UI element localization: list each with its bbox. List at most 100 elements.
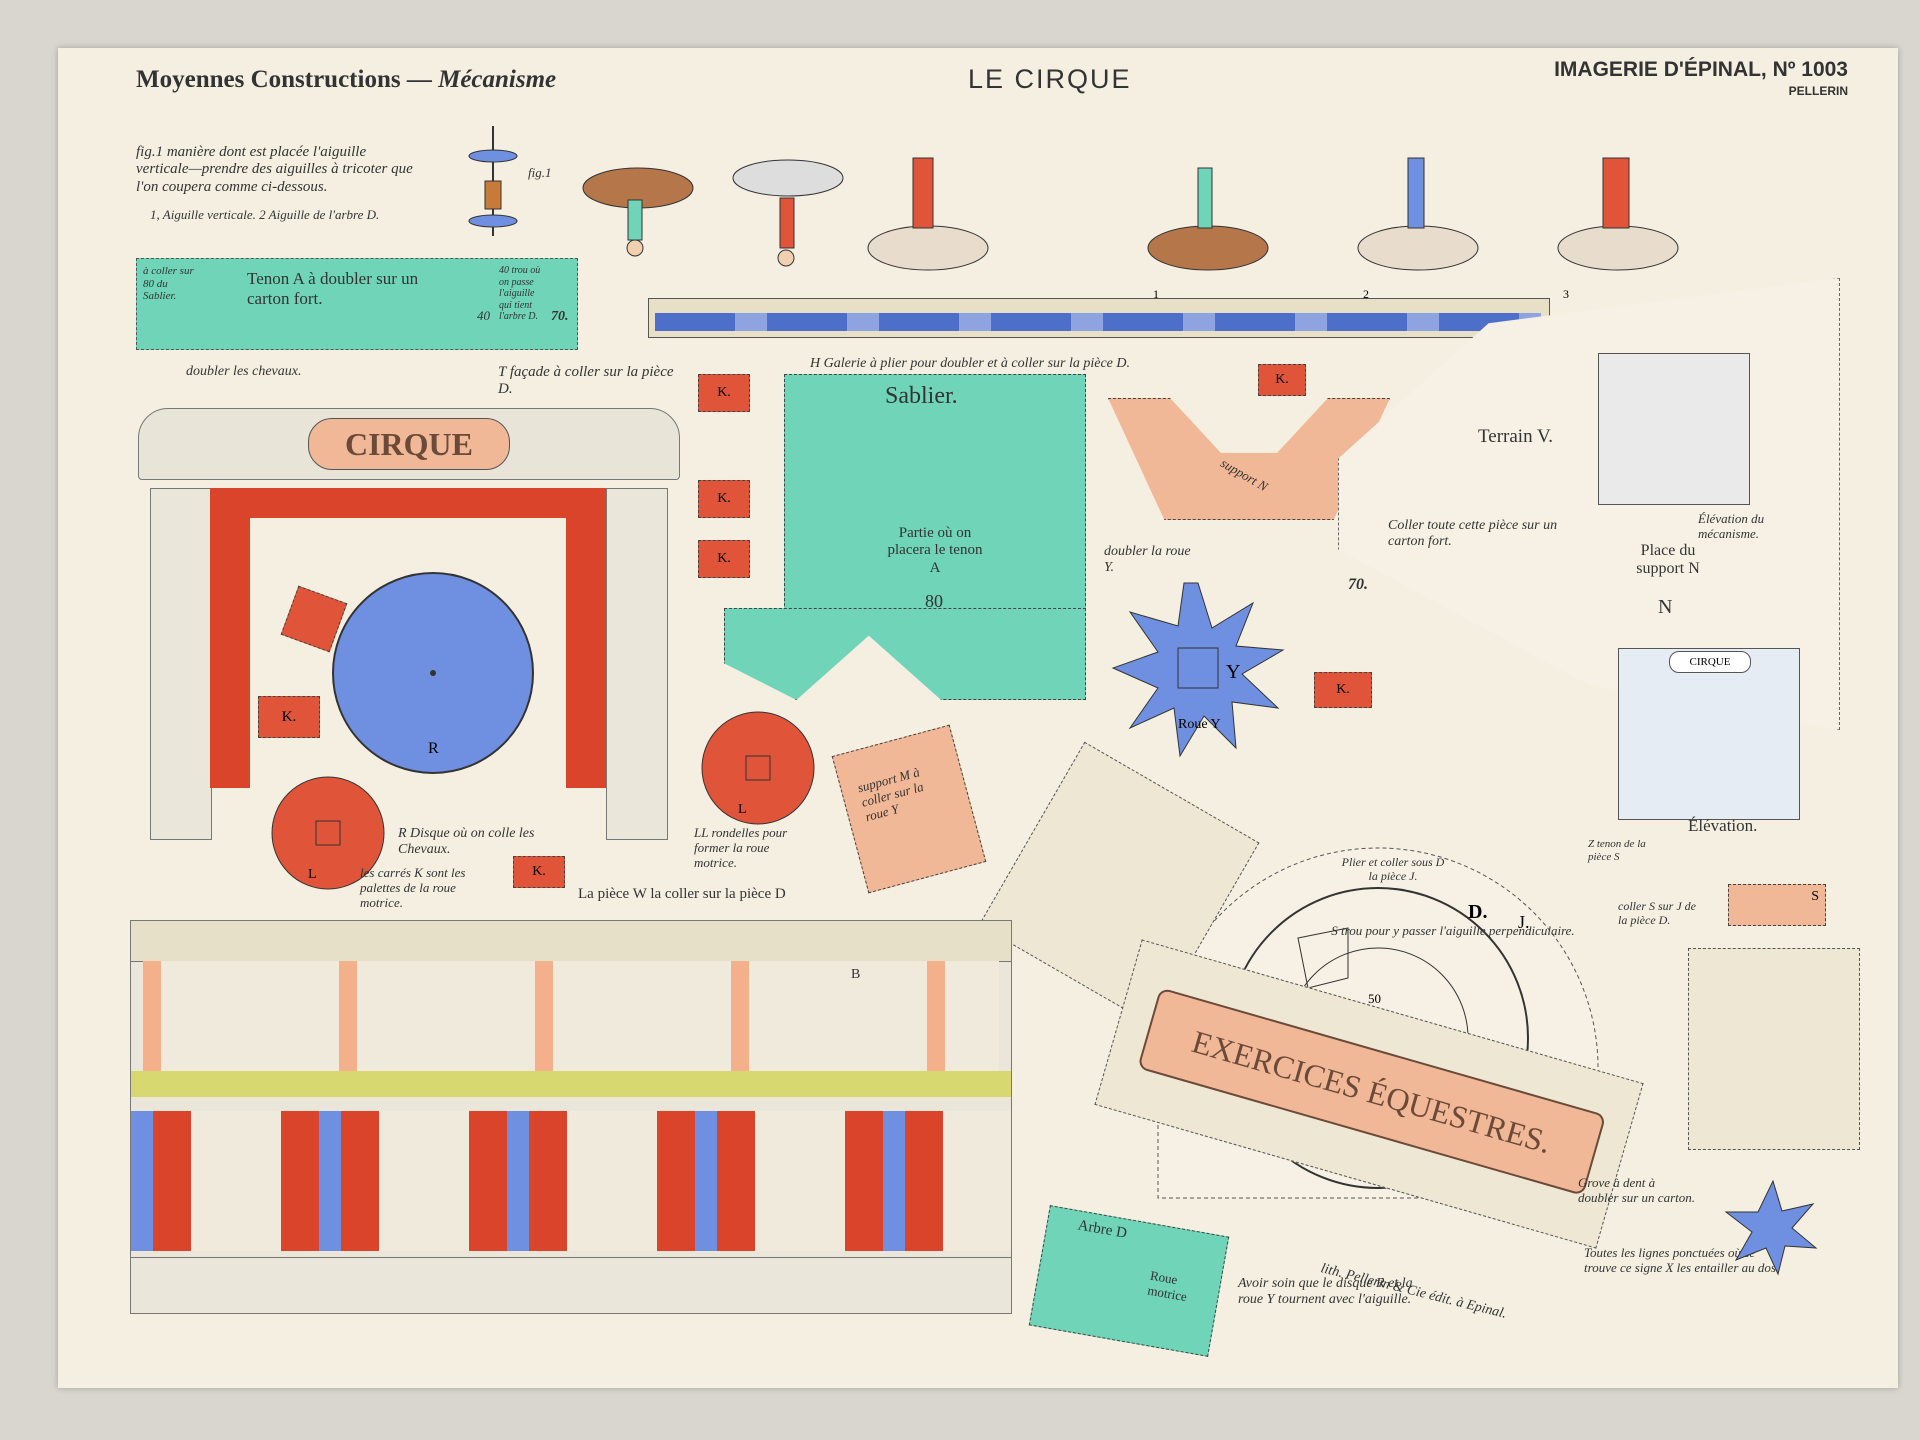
tenon-a-hole: 40 trou où on passe l'aiguille qui tient… [499, 265, 541, 322]
s-piece: S [1728, 884, 1826, 926]
roue-y-letter: Y [1226, 661, 1240, 683]
fig1-note: fig.1 manière dont est placée l'aiguille… [136, 144, 413, 195]
series-dash: — [406, 66, 432, 93]
horse-3: 3 [1557, 157, 1679, 301]
k-square-7: K. [1258, 364, 1306, 396]
tenon-a-title: Tenon A à doubler sur un carton fort. [247, 269, 419, 308]
publisher-block: IMAGERIE D'ÉPINAL, Nº 1003 PELLERIN [1554, 58, 1848, 98]
rondelle-l-1-label: L [308, 867, 317, 882]
disque-r-note: R Disque où on colle les Chevaux. [398, 826, 535, 858]
lignes-note: Toutes les lignes ponctuées où se trouve… [1584, 1245, 1780, 1275]
right-curtain [566, 488, 606, 788]
support-m-label: support M à coller sur la roue Y [855, 764, 926, 825]
d-label: D. [1468, 901, 1487, 923]
disk-r: R [332, 572, 534, 774]
publisher-name: IMAGERIE D'ÉPINAL, Nº 1003 [1554, 58, 1848, 81]
gallery-b-label: B [851, 967, 861, 982]
balcony-rail [131, 1071, 1011, 1097]
rondelle-l-1: L [271, 776, 385, 890]
tenon-a-side: à coller sur 80 du Sablier. [143, 265, 194, 303]
k-square-2: K. [258, 696, 320, 738]
disk-r-label: R [428, 740, 439, 757]
galerie-h-note: H Galerie à plier pour doubler et à coll… [810, 356, 1131, 371]
side-panel-right [1688, 948, 1860, 1150]
coller-carton-note: Coller toute cette pièce sur un carton f… [1388, 518, 1558, 550]
fig1-label: fig.1 [528, 165, 552, 180]
k-square-4: K. [698, 374, 750, 412]
support-n-letter: N [1658, 596, 1673, 618]
top-curtain [210, 488, 606, 518]
tenon-a-len: 70. [551, 309, 569, 324]
sablier-piece: Sablier. Partie où on placera le tenon A… [784, 374, 1086, 626]
page-title: LE CIRQUE [968, 64, 1132, 94]
header-series: Moyennes Constructions — Mécanisme [136, 66, 556, 94]
rondelle-l-2-label: L [738, 802, 747, 817]
horse-1: 1 [1147, 167, 1269, 301]
sablier-title: Sablier. [885, 383, 958, 409]
roue-y-label: Roue Y [1178, 717, 1221, 732]
sablier-num: 80 [925, 591, 943, 611]
horses-illustration: 1 2 3 [582, 157, 1679, 301]
support-m-piece: support M à coller sur la roue Y [831, 724, 987, 894]
fig1-sub-note: 1, Aiguille verticale. 2 Aiguille de l'a… [150, 207, 380, 222]
galerie-h-strip [648, 298, 1550, 338]
needle-diagram [468, 126, 518, 236]
j-label: J. [1518, 912, 1530, 932]
arbre-d-label: Arbre D [1076, 1217, 1129, 1242]
elevation-meca-note: Élévation du mécanisme. [1698, 511, 1765, 541]
k-square-5: K. [698, 480, 750, 518]
tenon-a-piece: à coller sur 80 du Sablier. Tenon A à do… [136, 258, 578, 350]
horse-with-dancers [867, 157, 989, 271]
publisher-sub: PELLERIN [1788, 84, 1848, 98]
k-square-6: K. [698, 540, 750, 578]
piece-w-note: La pièce W la coller sur la pièce D [578, 886, 786, 902]
mechanism-elevation-drawing [1598, 353, 1750, 505]
terrain-len: 70. [1348, 576, 1368, 593]
right-column [606, 488, 668, 840]
rondelle-l-2: L [701, 711, 815, 825]
left-column [150, 488, 212, 840]
avoir-soin-note: Avoir soin que le disque R et la roue Y … [1238, 1276, 1413, 1308]
lower-loges [131, 1111, 1011, 1251]
roue-motrice-label: Roue motrice [1146, 1267, 1189, 1305]
mini-cirque-sign: CIRQUE [1669, 651, 1751, 673]
elevation-label: Élévation. [1688, 816, 1758, 835]
grove-note: Grove à dent à doubler sur un carton. [1578, 1175, 1695, 1205]
acrobat-horse-1 [582, 167, 694, 257]
gallery-base [131, 1257, 1011, 1308]
horse-num-2: 2 [1363, 287, 1369, 301]
audience-gallery: B [130, 920, 1012, 1314]
horse-num-1: 1 [1153, 287, 1159, 301]
sablier-base [724, 608, 1086, 700]
facade-t-note: T façade à coller sur la pièce D. [498, 364, 674, 398]
acrobat-horse-2 [732, 159, 844, 267]
double-horses-note: doubler les chevaux. [186, 364, 302, 379]
trou-note: S trou pour y passer l'aiguille perpendi… [1331, 923, 1575, 938]
k-square-3: K. [513, 856, 565, 888]
plier-coller-note: Plier et coller sous D la pièce J. [1341, 855, 1445, 883]
terrain-label: Terrain V. [1478, 426, 1554, 447]
d-num: 50 [1368, 991, 1381, 1006]
galerie-drape [655, 313, 1541, 331]
gallery-top-rail [131, 921, 1011, 962]
horse-num-3: 3 [1563, 287, 1569, 301]
rondelles-ll-note: LL rondelles pour former la roue motrice… [694, 825, 788, 870]
coller-s-note: coller S sur J de la pièce D. [1618, 899, 1696, 927]
cirque-facade: CIRQUE [138, 388, 680, 848]
carres-k-note: les carrés K sont les palettes de la rou… [360, 865, 466, 910]
left-curtain [210, 488, 250, 788]
roue-y: Y Roue Y [1111, 582, 1285, 758]
tenon-a-num: 40 [477, 308, 490, 323]
horse-2: 2 [1357, 157, 1479, 301]
k-square-8: K. [1314, 672, 1372, 708]
place-support-note: Place du support N [1636, 542, 1700, 578]
series-subtitle: Mécanisme [438, 66, 557, 93]
printed-sheet: Moyennes Constructions — Mécanisme LE CI… [58, 48, 1898, 1388]
series-title: Moyennes Constructions [136, 66, 401, 93]
publisher-star-emblem [1724, 1179, 1818, 1276]
cirque-sign: CIRQUE [308, 418, 510, 470]
doubler-roue-note: doubler la roue Y. [1104, 544, 1191, 576]
upper-balcony [143, 961, 999, 1071]
tenons-z-note: Z tenon de la pièce S [1588, 838, 1646, 863]
sablier-part: Partie où on placera le tenon A [887, 525, 983, 576]
